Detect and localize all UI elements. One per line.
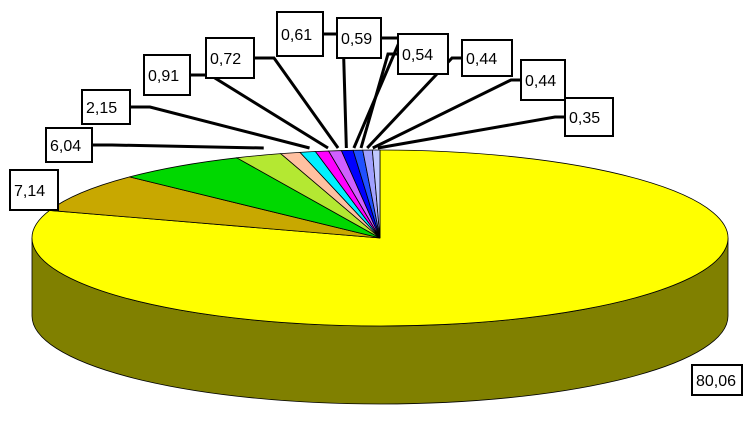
leader-line-6 xyxy=(254,56,340,149)
leader-line-12 xyxy=(377,115,565,150)
pie-slice-1 xyxy=(31,149,729,327)
data-label-1: 80,06 xyxy=(696,373,736,390)
leader-line-9 xyxy=(359,52,398,149)
data-label-box-6 xyxy=(205,37,255,79)
data-label-box-8 xyxy=(336,17,382,59)
leader-line-11 xyxy=(372,78,521,150)
data-label-10: 0,44 xyxy=(466,51,497,68)
data-label-11: 0,44 xyxy=(525,73,556,90)
leader-line-3 xyxy=(92,143,264,150)
data-label-9: 0,54 xyxy=(402,47,433,64)
data-label-box-1 xyxy=(691,364,743,396)
data-label-7: 0,61 xyxy=(281,27,312,44)
data-label-5: 0,91 xyxy=(148,68,179,85)
data-label-box-4 xyxy=(81,89,131,125)
data-label-box-9 xyxy=(397,33,449,75)
pie-slice-12 xyxy=(371,149,381,239)
data-label-2: 7,14 xyxy=(14,183,45,200)
data-label-box-3 xyxy=(45,127,93,163)
pie-slices xyxy=(31,149,729,327)
leader-line-4 xyxy=(130,105,310,150)
data-label-box-11 xyxy=(520,59,566,101)
data-label-box-5 xyxy=(143,54,191,96)
data-label-6: 0,72 xyxy=(210,51,241,68)
data-label-4: 2,15 xyxy=(86,100,117,117)
leader-line-10 xyxy=(366,56,462,150)
data-label-box-2 xyxy=(9,169,59,211)
leader-line-5 xyxy=(190,73,329,150)
data-labels: 80,06 7,14 6,04 2,15 0,91 0,72 0,61 0,59 0,54 0,4… xyxy=(9,11,743,396)
data-label-3: 6,04 xyxy=(50,138,81,155)
data-label-box-7 xyxy=(276,11,324,57)
data-label-box-12 xyxy=(564,97,614,137)
data-label-12: 0,35 xyxy=(569,110,600,127)
data-label-8: 0,59 xyxy=(341,31,372,48)
data-label-box-10 xyxy=(461,39,513,77)
pie-slice-3 xyxy=(129,157,381,239)
